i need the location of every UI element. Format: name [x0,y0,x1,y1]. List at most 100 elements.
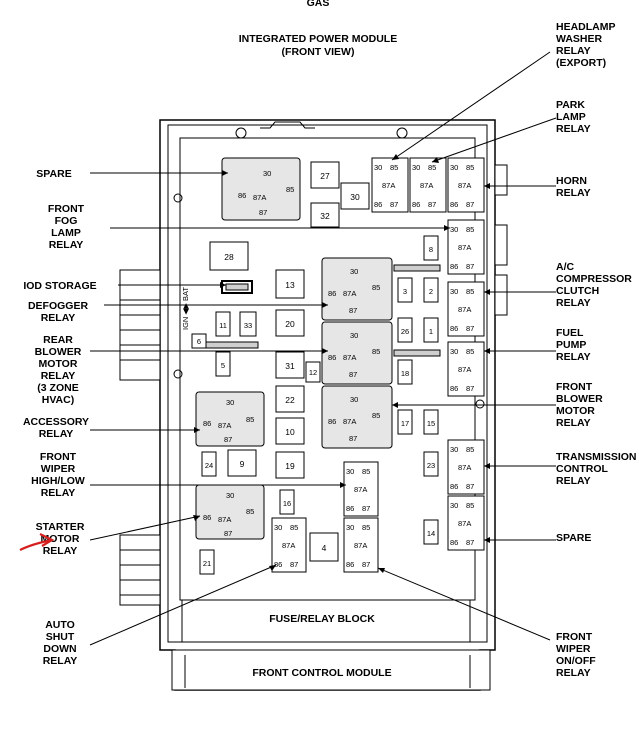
label-fbm-1: FRONT [556,381,593,393]
pin-label: 87A [218,421,231,430]
label-front-fog-2: FOG [55,215,78,227]
fuse-30: 30 [350,192,360,202]
pin-label: 87 [349,434,357,443]
fuse-18: 18 [401,369,409,378]
fuse-27: 27 [320,171,330,181]
label-ac-3: CLUTCH [556,285,599,297]
label-fuel-3: RELAY [556,351,591,363]
left-labels: SPARE FRONT FOG LAMP RELAY IOD STORAGE D… [23,168,97,667]
fuse-4: 4 [322,543,327,553]
pin-label: 87A [458,365,471,374]
pin-label: 86 [450,538,458,547]
pin-label: 87 [362,560,370,569]
header-cut-text: GAS [307,0,330,9]
pin-label: 87 [290,560,298,569]
pin-label: 87 [466,384,474,393]
pin-label: 30 [350,267,358,276]
pin-label: 86 [274,560,282,569]
label-ac-4: RELAY [556,297,591,309]
label-spare-right: SPARE [556,532,591,544]
pin-label: 86 [450,384,458,393]
pin-label: 30 [274,523,282,532]
label-asd-3: DOWN [43,643,76,655]
fuse-22: 22 [285,395,295,405]
pin-label: 86 [203,513,211,522]
pin-label: 87A [382,181,395,190]
pin-label: 30 [450,225,458,234]
pin-label: 87A [253,193,266,202]
label-trans-3: RELAY [556,475,591,487]
front-control-module-label: FRONT CONTROL MODULE [252,667,391,679]
pin-label: 30 [346,523,354,532]
pin-label: 85 [246,415,254,424]
pin-label: 87A [458,463,471,472]
pin-label: 30 [374,163,382,172]
label-rear-blower-5: (3 ZONE [37,382,78,394]
label-accessory-2: RELAY [39,428,74,440]
module-housing [119,119,508,691]
pin-label: 86 [450,324,458,333]
pin-label: 87A [458,519,471,528]
label-rear-blower-1: REAR [43,334,73,346]
pin-label: 87 [224,529,232,538]
pin-label: 87A [354,485,367,494]
fuse-1: 1 [429,327,433,336]
pin-label: 30 [412,163,420,172]
pin-label: 85 [290,523,298,532]
pin-label: 87A [343,353,356,362]
pin-label: 30 [450,347,458,356]
fuses: 27 30 32 28 13 20 31 22 10 19 9 4 11 33 … [191,161,439,575]
pin-label: 85 [466,287,474,296]
label-park-1: PARK [556,99,585,111]
pin-label: 85 [246,507,254,516]
label-headlamp-1: HEADLAMP [556,21,616,33]
label-ac-1: A/C [556,261,575,273]
label-defogger-2: RELAY [41,312,76,324]
pin-label: 86 [412,200,420,209]
pin-label: 86 [203,419,211,428]
fuse-20: 20 [285,319,295,329]
pin-label: 87A [218,515,231,524]
fuse-14: 14 [427,529,435,538]
pin-labels: 30 85 86 87A 87 30 85 86 87A 87 30 85 86… [203,163,474,569]
label-iod-storage: IOD STORAGE [23,280,96,292]
label-park-2: LAMP [556,111,586,123]
label-trans-2: CONTROL [556,463,608,475]
label-rear-blower-6: HVAC) [42,394,74,406]
pin-label: 30 [226,398,234,407]
pin-label: 86 [238,191,246,200]
pin-label: 87 [349,370,357,379]
label-fw-hl-1: FRONT [40,451,77,463]
fuse-21: 21 [203,559,211,568]
pin-label: 85 [362,467,370,476]
fuse-26: 26 [401,327,409,336]
label-fw-onoff-2: WIPER [556,643,591,655]
label-park-3: RELAY [556,123,591,135]
pin-label: 87A [458,243,471,252]
label-trans-1: TRANSMISSION [556,451,637,463]
relay-housings [195,157,441,540]
pin-label: 30 [263,169,271,178]
pin-label: 30 [450,501,458,510]
pin-label: 86 [374,200,382,209]
fuse-11: 11 [219,321,227,330]
label-fw-onoff-3: ON/OFF [556,655,596,667]
pin-label: 30 [350,331,358,340]
label-starter-1: STARTER [36,521,85,533]
pin-label: 85 [372,283,380,292]
label-fw-onoff-1: FRONT [556,631,593,643]
pin-label: 87 [466,324,474,333]
pin-label: 87A [282,541,295,550]
label-front-fog-1: FRONT [48,203,85,215]
fuse-13: 13 [285,280,295,290]
pin-label: 30 [226,491,234,500]
label-horn-1: HORN [556,175,587,187]
left-leader-lines [89,170,450,646]
pin-label: 87A [458,181,471,190]
pin-label: 87 [466,482,474,491]
right-labels: HEADLAMP WASHER RELAY (EXPORT) PARK LAMP… [556,21,637,679]
label-front-fog-3: LAMP [51,227,81,239]
small-relays [271,157,485,573]
fuse-15: 15 [427,419,435,428]
pin-label: 86 [328,417,336,426]
